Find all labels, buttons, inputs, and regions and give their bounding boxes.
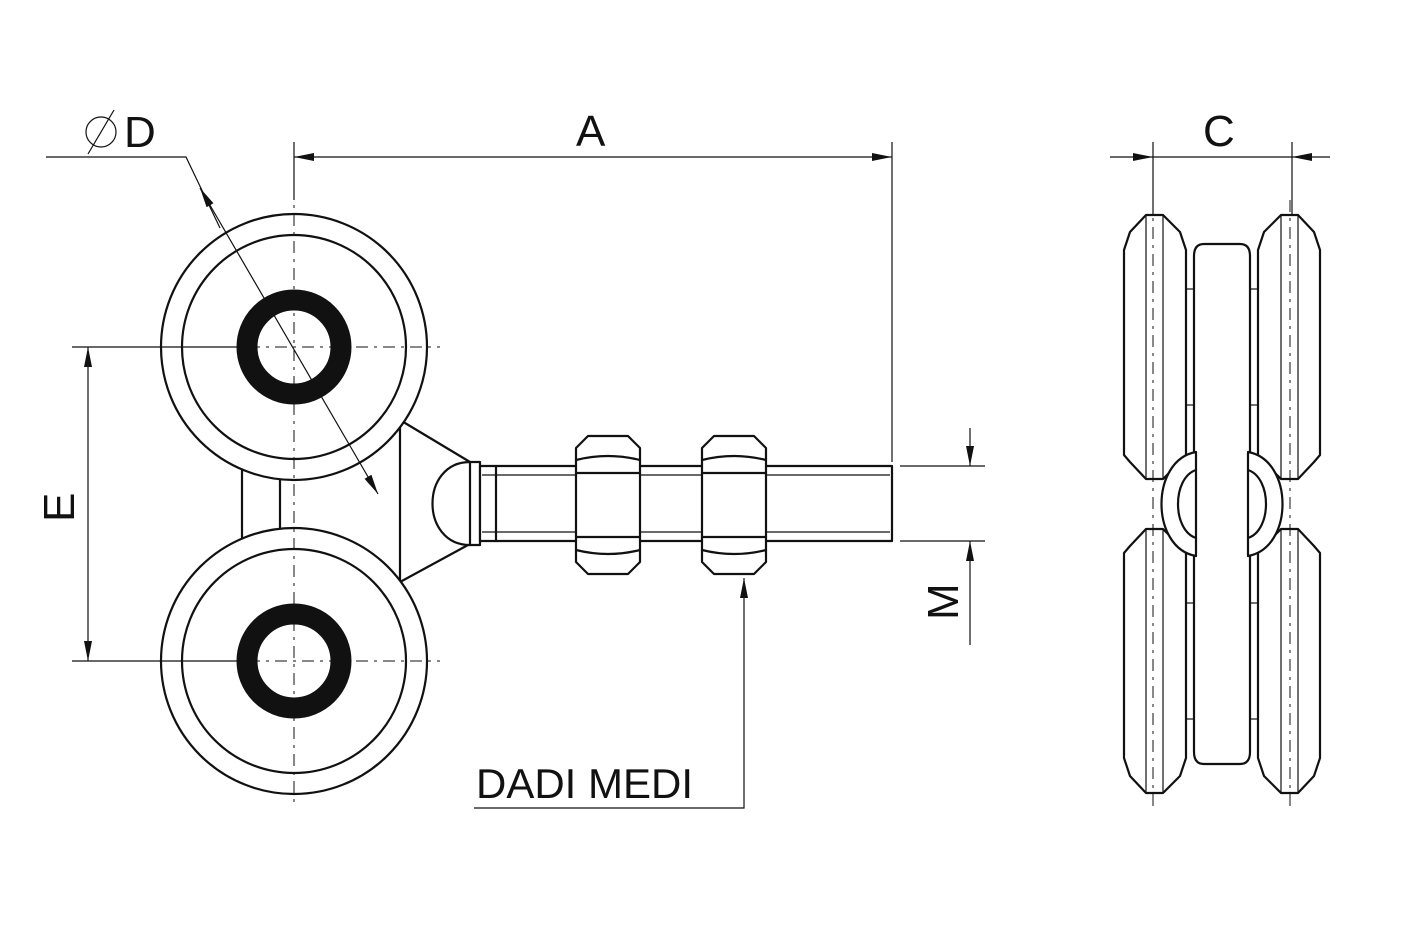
body-plate <box>240 468 282 540</box>
front-view <box>140 160 894 808</box>
side-wheel-right-lower <box>1256 527 1322 795</box>
center-post <box>1192 242 1252 766</box>
note-dadi-medi: DADI MEDI <box>476 760 693 807</box>
side-wheel-right-upper <box>1256 213 1322 481</box>
label-e: E <box>35 493 84 522</box>
side-wheel-left-lower <box>1122 527 1188 795</box>
hex-nut-2 <box>700 434 768 576</box>
hex-nut-1 <box>574 434 642 576</box>
label-diameter: D <box>124 108 156 157</box>
threaded-stem <box>478 464 894 543</box>
label-m: M <box>919 583 968 620</box>
dome-cap <box>431 460 472 547</box>
dimension-lines <box>46 109 1330 809</box>
side-view <box>1122 200 1322 808</box>
label-c: C <box>1203 107 1235 156</box>
side-wheel-left-upper <box>1122 213 1188 481</box>
label-a: A <box>576 107 606 156</box>
